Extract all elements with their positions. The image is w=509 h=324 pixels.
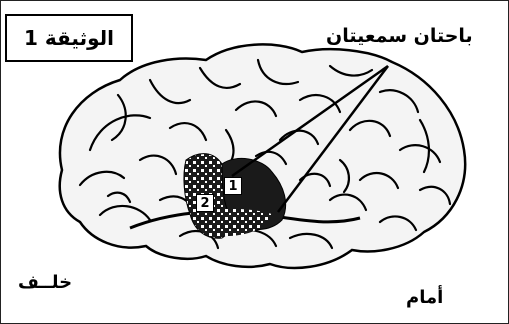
document-title-box: الوثيقة 1 xyxy=(5,14,133,62)
area-2-marker: 2 xyxy=(196,194,214,212)
document-title: الوثيقة 1 xyxy=(24,26,114,50)
brain-outline xyxy=(60,44,465,267)
back-label: خلــف xyxy=(18,272,72,293)
auditory-areas-label: باحتان سمعيتان xyxy=(326,25,473,47)
front-label: أمام xyxy=(406,287,443,308)
area-1-marker: 1 xyxy=(224,177,242,195)
